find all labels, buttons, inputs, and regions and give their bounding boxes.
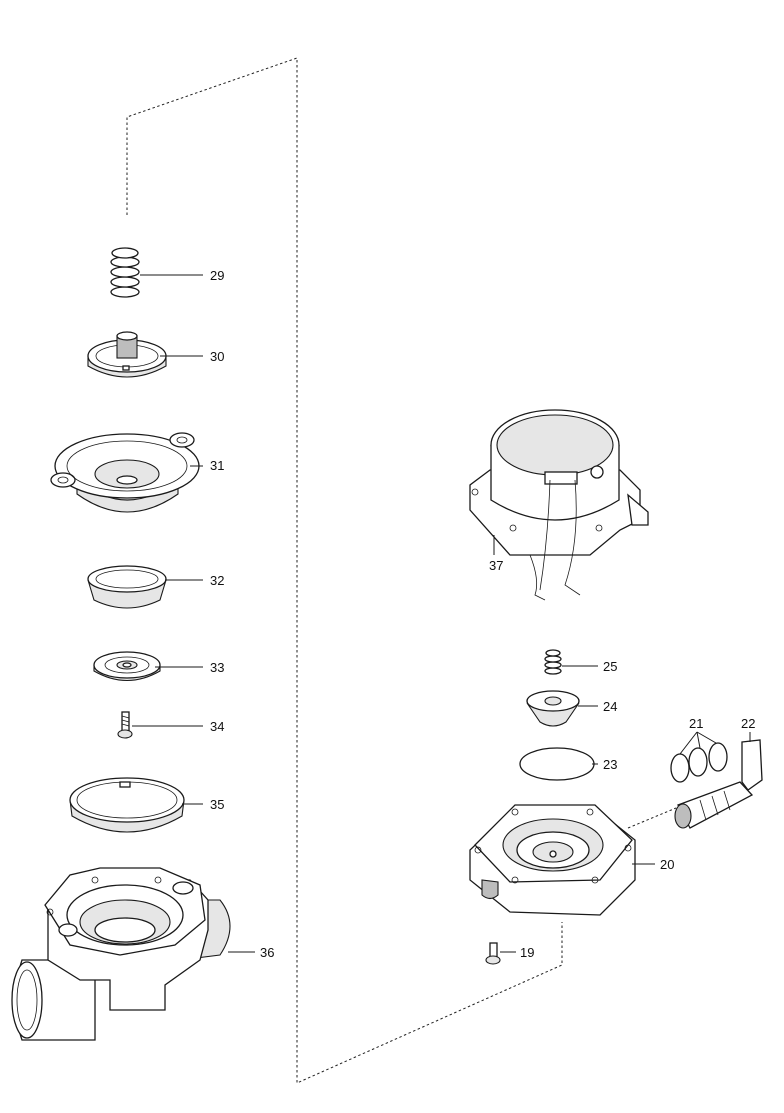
callout-35: 35 [210,797,224,812]
callout-23: 23 [603,757,617,772]
callout-29: 29 [210,268,224,283]
part-30-piston-cap [87,331,167,378]
callout-36: 36 [260,945,274,960]
part-36-valve-body [11,867,231,1041]
callout-21: 21 [689,716,703,731]
callout-32: 32 [210,573,224,588]
callout-34: 34 [210,719,224,734]
part-21-o-rings [670,742,728,783]
part-23-seal [519,747,595,781]
callout-33: 33 [210,660,224,675]
part-34-screw [117,711,133,739]
callout-30: 30 [210,349,224,364]
assembly-guide-line [126,57,563,1084]
part-37-solenoid [469,409,649,601]
callout-37: 37 [489,558,503,573]
part-20-bonnet [469,804,636,916]
part-24-plunger [526,690,580,727]
part-22-handle [674,739,763,829]
callout-22: 22 [741,716,755,731]
callout-20: 20 [660,857,674,872]
callout-31: 31 [210,458,224,473]
leader-lines [132,274,751,953]
part-33-disc [93,651,161,681]
part-19-screw [485,942,501,965]
part-35-retaining-ring [69,777,185,833]
part-29-spring [110,247,140,298]
part-25-spring [544,649,562,675]
callout-19: 19 [520,945,534,960]
part-32-ring [87,565,167,609]
callout-24: 24 [603,699,617,714]
callout-25: 25 [603,659,617,674]
handle-guide-line [627,807,677,829]
part-31-diaphragm [50,432,200,513]
